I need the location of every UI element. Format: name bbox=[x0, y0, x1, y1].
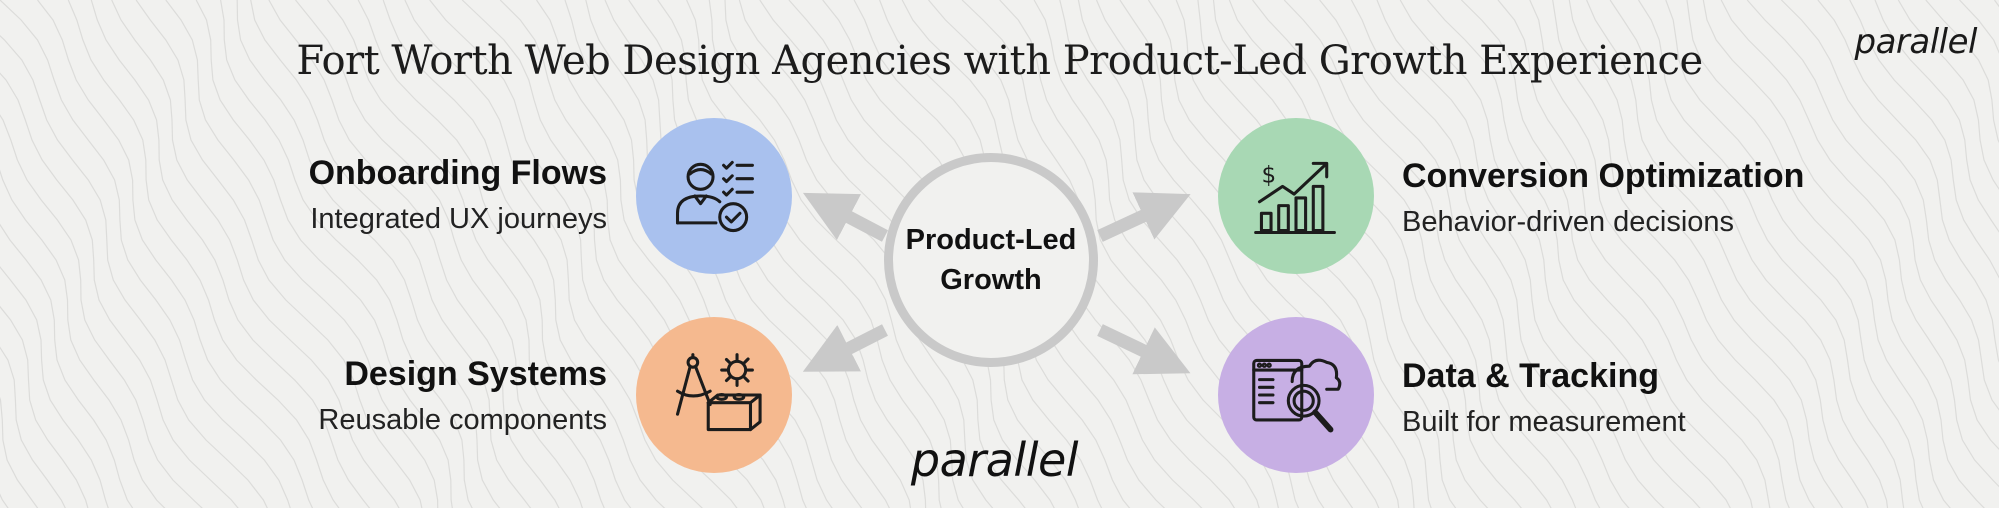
onboarding-text: Onboarding Flows Integrated UX journeys bbox=[309, 154, 607, 236]
conversion-circle: $ bbox=[1218, 118, 1374, 274]
data-tracking-circle bbox=[1218, 317, 1374, 473]
cloud-magnifier-icon bbox=[1252, 358, 1342, 433]
center-logo: parallel bbox=[0, 433, 1999, 487]
corner-logo: parallel bbox=[1854, 22, 1978, 62]
design-systems-subtitle: Reusable components bbox=[318, 404, 607, 436]
data-tracking-subtitle: Built for measurement bbox=[1402, 406, 1686, 438]
svg-text:$: $ bbox=[1261, 163, 1276, 189]
onboarding-circle bbox=[636, 118, 792, 274]
onboarding-title: Onboarding Flows bbox=[308, 154, 607, 192]
arrow-to-conversion bbox=[1097, 192, 1191, 242]
user-checklist-icon bbox=[675, 160, 754, 233]
center-logo-text: parallel bbox=[910, 433, 1079, 487]
design-systems-circle bbox=[636, 317, 792, 473]
arrow-to-onboarding bbox=[802, 192, 889, 242]
growth-chart-icon: $ bbox=[1254, 161, 1336, 235]
design-systems-title: Design Systems bbox=[344, 355, 607, 393]
conversion-text: Conversion Optimization Behavior-driven … bbox=[1402, 157, 1804, 239]
hub-label: Product-Led Growth bbox=[901, 220, 1081, 300]
hub-label-line1: Product-Led bbox=[905, 224, 1077, 256]
conversion-subtitle: Behavior-driven decisions bbox=[1402, 206, 1735, 238]
arrow-to-data-tracking bbox=[1097, 324, 1191, 375]
conversion-title: Conversion Optimization bbox=[1402, 157, 1805, 195]
onboarding-subtitle: Integrated UX journeys bbox=[310, 203, 607, 235]
page-title: Fort Worth Web Design Agencies with Prod… bbox=[296, 38, 1703, 84]
data-tracking-text: Data & Tracking Built for measurement bbox=[1402, 357, 1686, 439]
hub-label-line2: Growth bbox=[940, 264, 1042, 296]
hub-circle: Product-Led Growth bbox=[884, 153, 1098, 367]
arrow-to-design-systems bbox=[802, 324, 888, 372]
design-systems-text: Design Systems Reusable components bbox=[318, 355, 607, 437]
data-tracking-title: Data & Tracking bbox=[1402, 357, 1659, 395]
compass-gear-block-icon bbox=[675, 353, 762, 432]
